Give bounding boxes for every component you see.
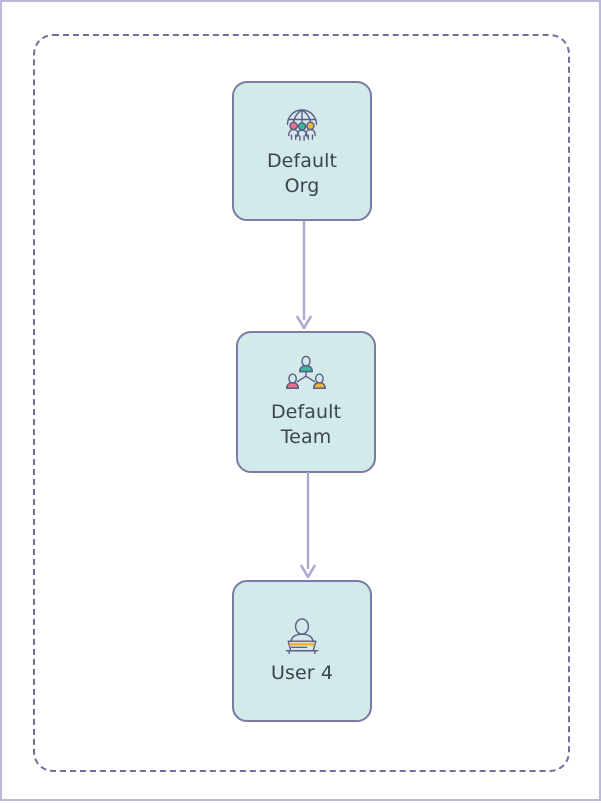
node-default-team[interactable]: Default Team bbox=[236, 331, 376, 473]
team-icon bbox=[286, 355, 326, 389]
organization-icon bbox=[286, 109, 318, 141]
connector-team-to-user bbox=[300, 472, 316, 579]
user-icon bbox=[285, 617, 319, 654]
node-user-4[interactable]: User 4 bbox=[232, 580, 372, 722]
dashed-boundary bbox=[33, 34, 570, 772]
connector-org-to-team bbox=[296, 221, 312, 330]
node-default-org[interactable]: Default Org bbox=[232, 81, 372, 221]
node-label: Default Team bbox=[270, 401, 342, 448]
node-label: User 4 bbox=[270, 661, 334, 684]
node-label: Default Org bbox=[266, 150, 338, 197]
